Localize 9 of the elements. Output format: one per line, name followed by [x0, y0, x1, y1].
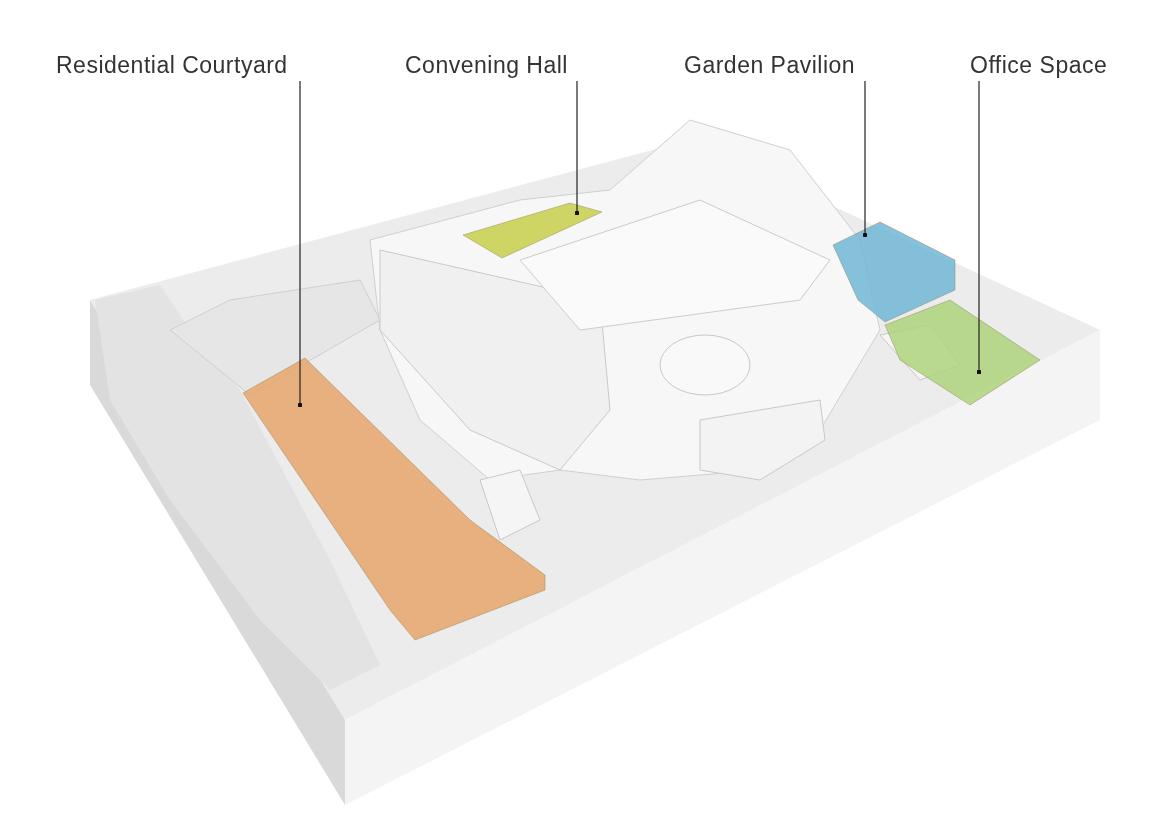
part-label: Convening Hall	[405, 52, 568, 79]
part-label: Residential Courtyard	[56, 52, 288, 79]
part-label: Office Space	[970, 52, 1108, 79]
leader-line	[297, 80, 303, 408]
leader-line	[862, 80, 868, 238]
part-label: Garden Pavilion	[684, 52, 856, 79]
leader-line	[976, 80, 982, 375]
leader-line	[574, 80, 580, 216]
hall-highlight	[460, 200, 605, 260]
